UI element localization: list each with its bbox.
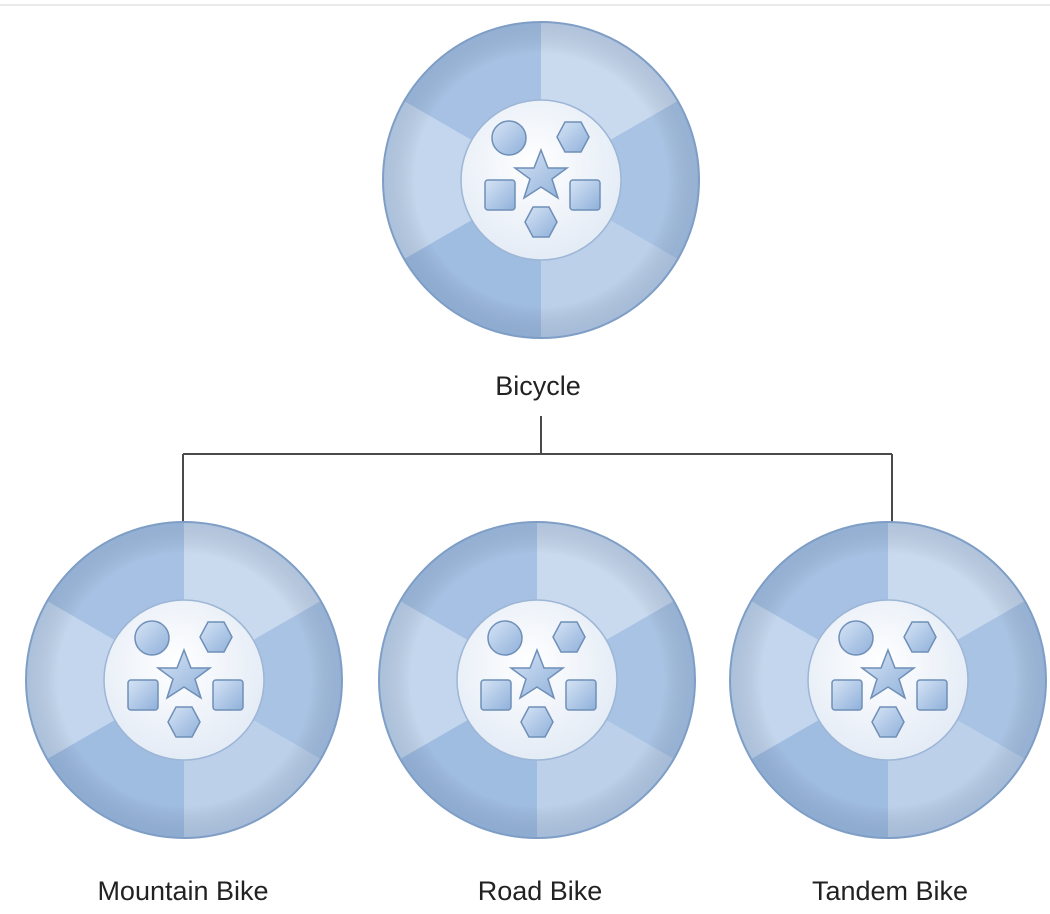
node-label-road-bike: Road Bike: [478, 876, 603, 906]
class-wheel-icon: [729, 521, 1047, 839]
class-wheel-icon: [25, 521, 343, 839]
node-label-mountain-bike: Mountain Bike: [97, 876, 268, 906]
node-label-tandem-bike: Tandem Bike: [812, 876, 968, 906]
class-wheel-icon: [382, 21, 700, 339]
class-wheel-icon: [378, 521, 696, 839]
node-road-bike: Road Bike: [378, 521, 696, 906]
node-bicycle: Bicycle: [382, 21, 700, 401]
node-tandem-bike: Tandem Bike: [729, 521, 1047, 906]
node-label-bicycle: Bicycle: [495, 371, 581, 401]
hierarchy-connectors: [182, 416, 893, 522]
node-mountain-bike: Mountain Bike: [25, 521, 343, 906]
